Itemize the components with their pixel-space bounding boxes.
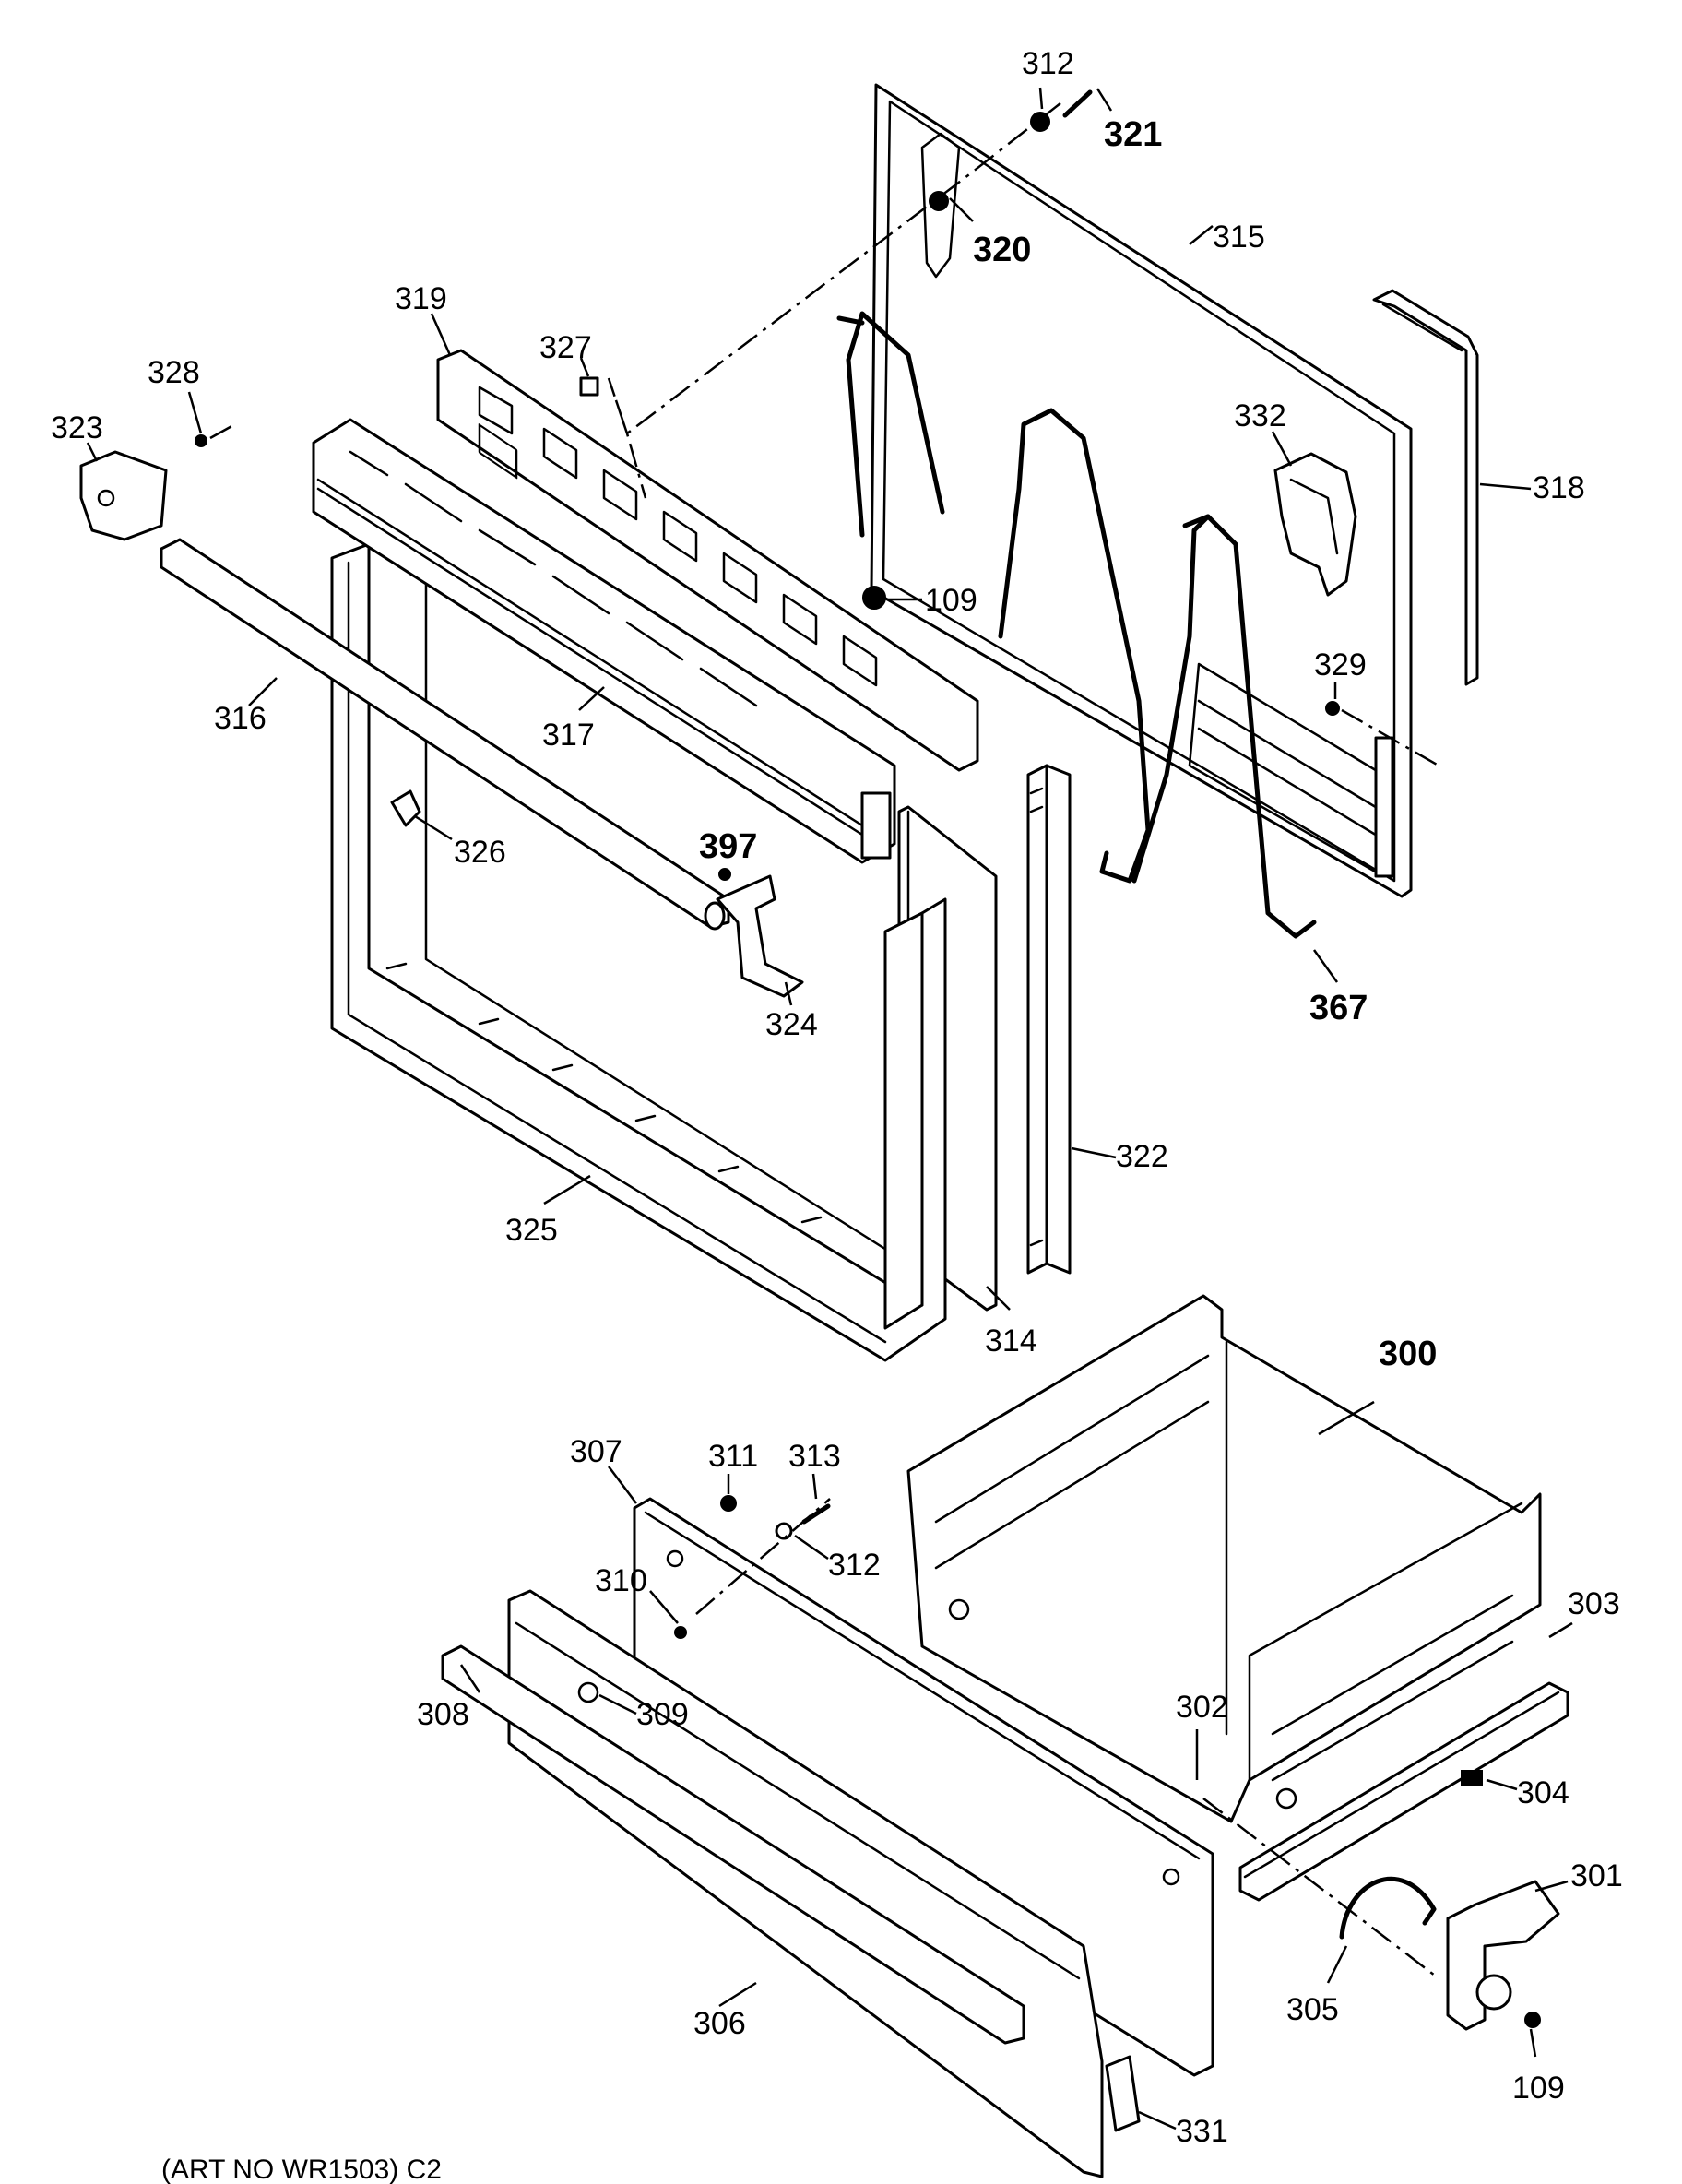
drawer-slide-rail xyxy=(1238,1681,1569,1902)
label-316: 316 xyxy=(214,701,267,736)
label-109-top: 109 xyxy=(925,583,977,618)
label-303: 303 xyxy=(1568,1586,1620,1621)
label-312-top: 312 xyxy=(1022,46,1074,81)
insulation-piece xyxy=(1273,452,1357,597)
hinge-clip xyxy=(79,450,168,541)
label-321: 321 xyxy=(1104,115,1162,154)
label-313: 313 xyxy=(788,1439,841,1474)
label-319: 319 xyxy=(395,281,447,316)
label-306: 306 xyxy=(693,2006,746,2041)
label-327: 327 xyxy=(539,330,592,365)
small-fasteners xyxy=(195,89,1340,998)
door-side-trim xyxy=(1372,289,1479,686)
label-322: 322 xyxy=(1116,1139,1168,1174)
assembly-lines xyxy=(209,102,1439,1979)
label-307: 307 xyxy=(570,1434,622,1469)
label-317: 317 xyxy=(542,718,595,753)
drawer-spring xyxy=(1339,1876,1437,1940)
label-397: 397 xyxy=(699,827,757,866)
drawer-clip xyxy=(1105,2055,1141,2132)
label-320: 320 xyxy=(973,231,1031,269)
storage-drawer-body xyxy=(906,1294,1542,1823)
label-315: 315 xyxy=(1213,220,1265,255)
label-312-bottom: 312 xyxy=(828,1548,881,1583)
label-308: 308 xyxy=(417,1697,469,1732)
label-324: 324 xyxy=(765,1007,818,1042)
door-frame xyxy=(330,542,947,1362)
label-326: 326 xyxy=(454,835,506,870)
label-309: 309 xyxy=(636,1697,689,1732)
drawer-handle xyxy=(441,1644,1025,2045)
label-311: 311 xyxy=(708,1439,758,1474)
hinge-channel xyxy=(1026,764,1072,1275)
label-302: 302 xyxy=(1176,1690,1228,1725)
drawer-bracket xyxy=(1446,1880,1560,2031)
label-329: 329 xyxy=(1314,647,1367,682)
door-handle-bar xyxy=(160,538,730,931)
label-325: 325 xyxy=(505,1213,558,1248)
vent-trim xyxy=(312,418,896,864)
oven-rack-wires xyxy=(836,311,1317,939)
label-301: 301 xyxy=(1570,1858,1623,1893)
label-328: 328 xyxy=(148,355,200,390)
label-367: 367 xyxy=(1309,989,1368,1027)
label-331: 331 xyxy=(1176,2114,1228,2149)
label-304: 304 xyxy=(1517,1775,1569,1810)
label-314: 314 xyxy=(985,1323,1037,1359)
label-109-bottom: 109 xyxy=(1512,2071,1565,2106)
callout-labels: 312 321 320 315 319 327 328 323 332 318 … xyxy=(51,46,1623,2149)
label-323: 323 xyxy=(51,410,103,445)
label-300: 300 xyxy=(1379,1335,1437,1373)
label-310: 310 xyxy=(595,1563,647,1598)
door-outer-panel xyxy=(870,83,1413,898)
drawer-roller xyxy=(1461,1770,1483,1786)
label-332: 332 xyxy=(1234,398,1286,433)
vent-plate xyxy=(436,349,979,772)
label-305: 305 xyxy=(1286,1992,1339,2027)
art-number-caption: (ART NO WR1503) C2 xyxy=(161,2154,442,2184)
label-318: 318 xyxy=(1533,470,1585,505)
